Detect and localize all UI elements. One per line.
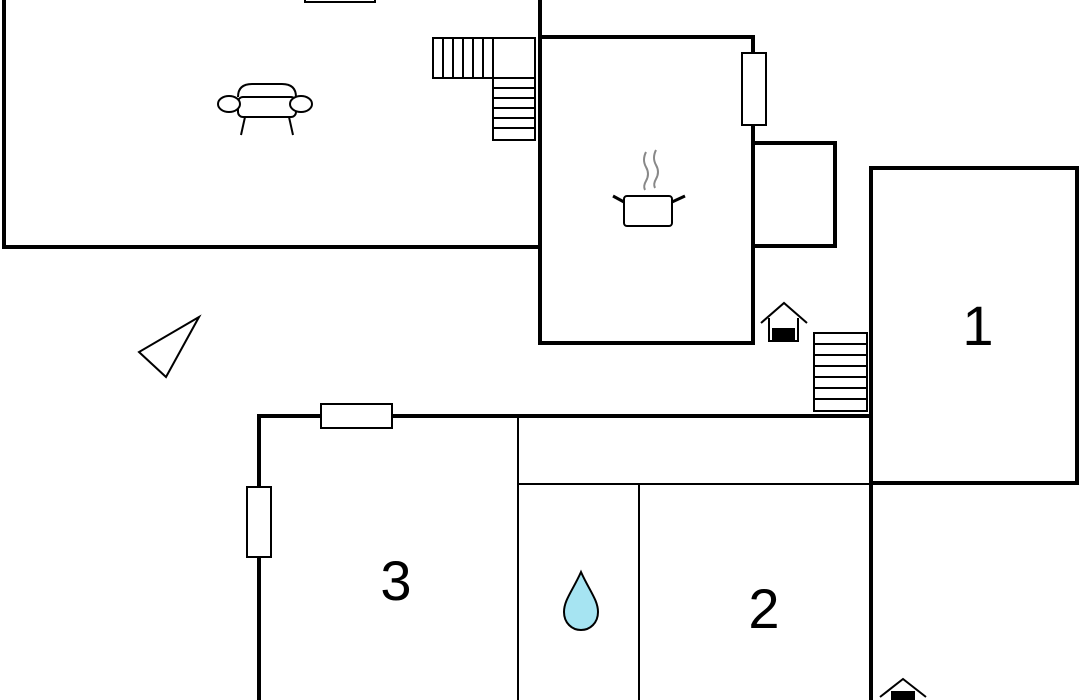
kitchen-window <box>741 52 767 126</box>
house-entrance-icon-2 <box>879 677 927 700</box>
lower-wing-partitions <box>517 416 871 700</box>
house-entrance-icon <box>760 301 808 342</box>
kitchen <box>538 0 755 345</box>
living-room-window <box>304 0 376 3</box>
stairs-living <box>432 37 536 141</box>
stairs-room-1 <box>813 332 868 412</box>
room-1 <box>869 166 1079 485</box>
room-3-window-top <box>320 403 393 429</box>
cooking-pot-icon <box>612 149 686 227</box>
room-1-label: 1 <box>962 294 993 357</box>
living-room <box>2 0 542 249</box>
water-drop-icon <box>562 569 600 632</box>
sofa-icon <box>217 83 313 136</box>
room-3-label: 3 <box>380 549 411 612</box>
room-3-window-left <box>246 486 272 558</box>
triangle-icon <box>137 314 202 379</box>
kitchen-annex <box>753 141 837 248</box>
lower-wing-walls <box>257 414 873 700</box>
room-2-label: 2 <box>748 577 779 640</box>
